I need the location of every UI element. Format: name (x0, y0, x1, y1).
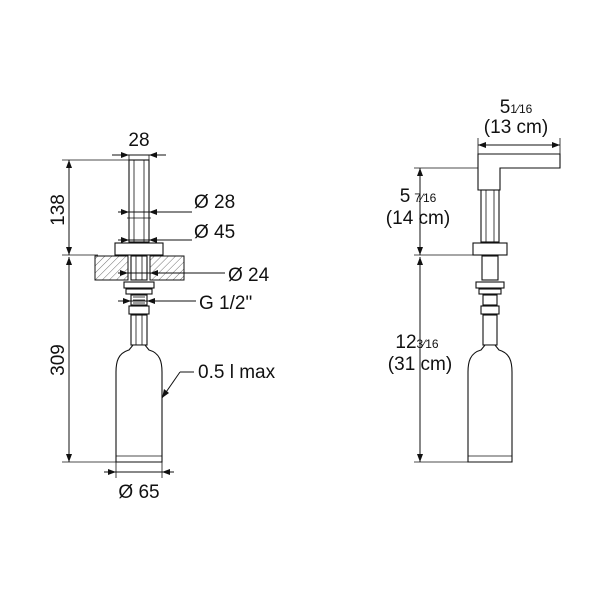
dim-collar-diameter: Ø 28 (194, 192, 235, 213)
dim-hole-diameter: Ø 24 (228, 265, 270, 286)
dim-bottle-height: 309 (48, 344, 69, 376)
dim-reach-imperial: 51⁄16 (500, 97, 533, 118)
front-spout (128, 159, 150, 243)
dim-side-bottle-imperial: 123⁄16 (395, 332, 438, 353)
countertop-left (94, 255, 129, 281)
dim-spout-height: 138 (48, 194, 69, 226)
front-view: 28 138 309 Ø 28 Ø 45 Ø 24 G 1/2" (48, 130, 276, 503)
front-bottle (115, 344, 163, 463)
dim-bottle-diameter: Ø 65 (118, 482, 159, 503)
side-bottle (467, 344, 513, 463)
front-flange (114, 242, 164, 256)
dim-side-spout-metric: (14 cm) (386, 208, 450, 229)
dim-spout-width: 28 (128, 130, 149, 151)
dim-side-bottle-metric: (31 cm) (388, 354, 452, 375)
countertop-right (149, 255, 185, 281)
dim-flange-diameter: Ø 45 (194, 222, 235, 243)
side-flange (472, 242, 508, 256)
dim-reach-metric: (13 cm) (484, 117, 548, 138)
side-nut (475, 281, 505, 289)
side-spout (480, 189, 500, 243)
side-spout-head (477, 153, 561, 191)
bottle-capacity-label: 0.5 l max (198, 362, 276, 383)
front-nut (123, 281, 155, 289)
dim-thread: G 1/2" (199, 293, 252, 314)
